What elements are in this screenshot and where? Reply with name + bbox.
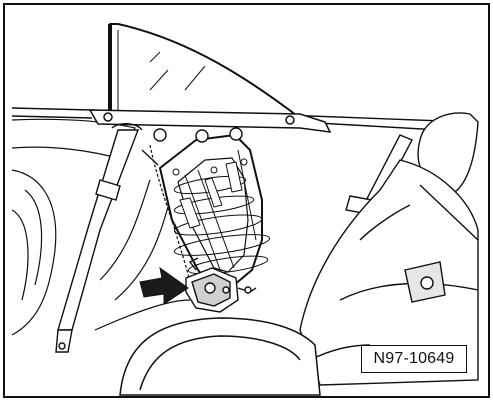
window-rail: [88, 109, 332, 133]
actuator-connector: [185, 257, 257, 313]
seat-belt-left: [55, 123, 143, 353]
rear-cabin-panel: [11, 118, 191, 336]
figure-reference-label: N97-10649: [361, 345, 467, 373]
center-console: [119, 317, 321, 396]
rollover-bar-assembly: [141, 127, 271, 291]
arrow-pointer-icon: [139, 266, 189, 305]
rear-seat: [299, 112, 479, 386]
